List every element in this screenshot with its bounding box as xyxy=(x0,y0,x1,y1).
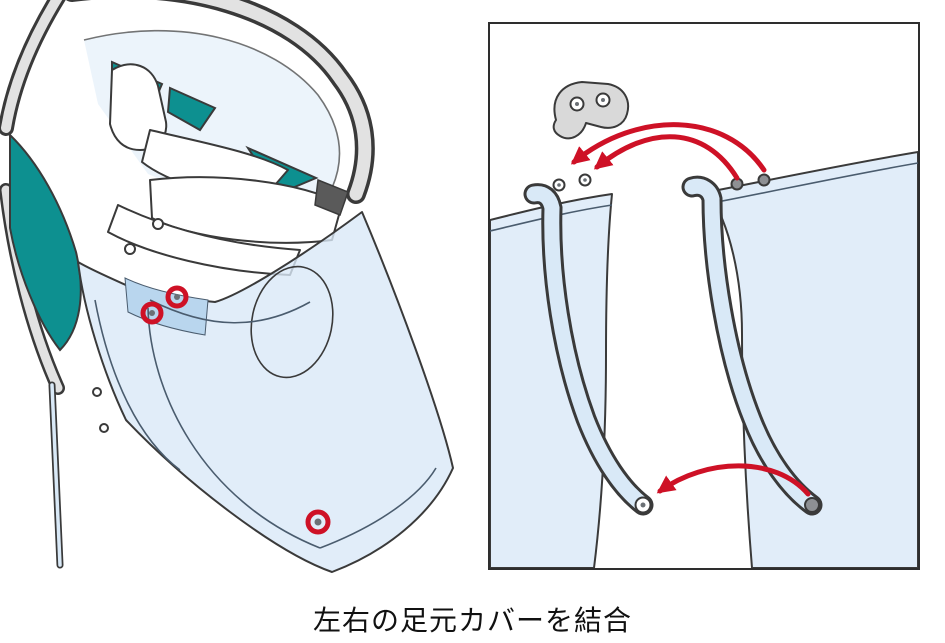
caption: 左右の足元カバーを結合 xyxy=(312,604,632,637)
cover-snap-pin xyxy=(757,173,771,187)
grommet-marker xyxy=(305,509,331,535)
right-cover-strap xyxy=(681,175,823,516)
join-arrow-bottom xyxy=(656,463,811,497)
hanging-strap xyxy=(48,381,64,569)
cover-opening xyxy=(250,265,334,379)
cover-seam xyxy=(319,467,437,549)
join-arrow-top-inner xyxy=(593,134,740,181)
mounting-bracket xyxy=(552,81,629,140)
seat xyxy=(107,63,349,276)
teal-panel-upper-2 xyxy=(166,86,217,132)
cover-hole xyxy=(99,423,109,433)
canopy-inner-edge xyxy=(83,30,341,189)
left-cover-strap xyxy=(523,183,654,516)
grommet-marker xyxy=(165,285,189,309)
screw-hole xyxy=(124,243,136,255)
detail-panel xyxy=(488,22,920,570)
grommet-markers xyxy=(140,285,331,535)
teal-panel-left xyxy=(9,132,82,352)
cover-hole xyxy=(92,387,102,397)
cover-seam xyxy=(94,299,181,471)
joining-detail-illustration xyxy=(490,81,918,568)
seat-overview-illustration xyxy=(0,0,454,573)
right-foot-cover xyxy=(707,151,918,568)
grommet-marker xyxy=(140,301,164,325)
strap-snap-pin xyxy=(804,497,820,513)
join-arrow-top-outer xyxy=(570,122,767,173)
cover-seam xyxy=(147,307,321,549)
joining-arrows xyxy=(570,122,811,497)
frame-clamp xyxy=(314,178,349,216)
cover-seam xyxy=(149,299,311,324)
screw-hole xyxy=(152,218,164,230)
